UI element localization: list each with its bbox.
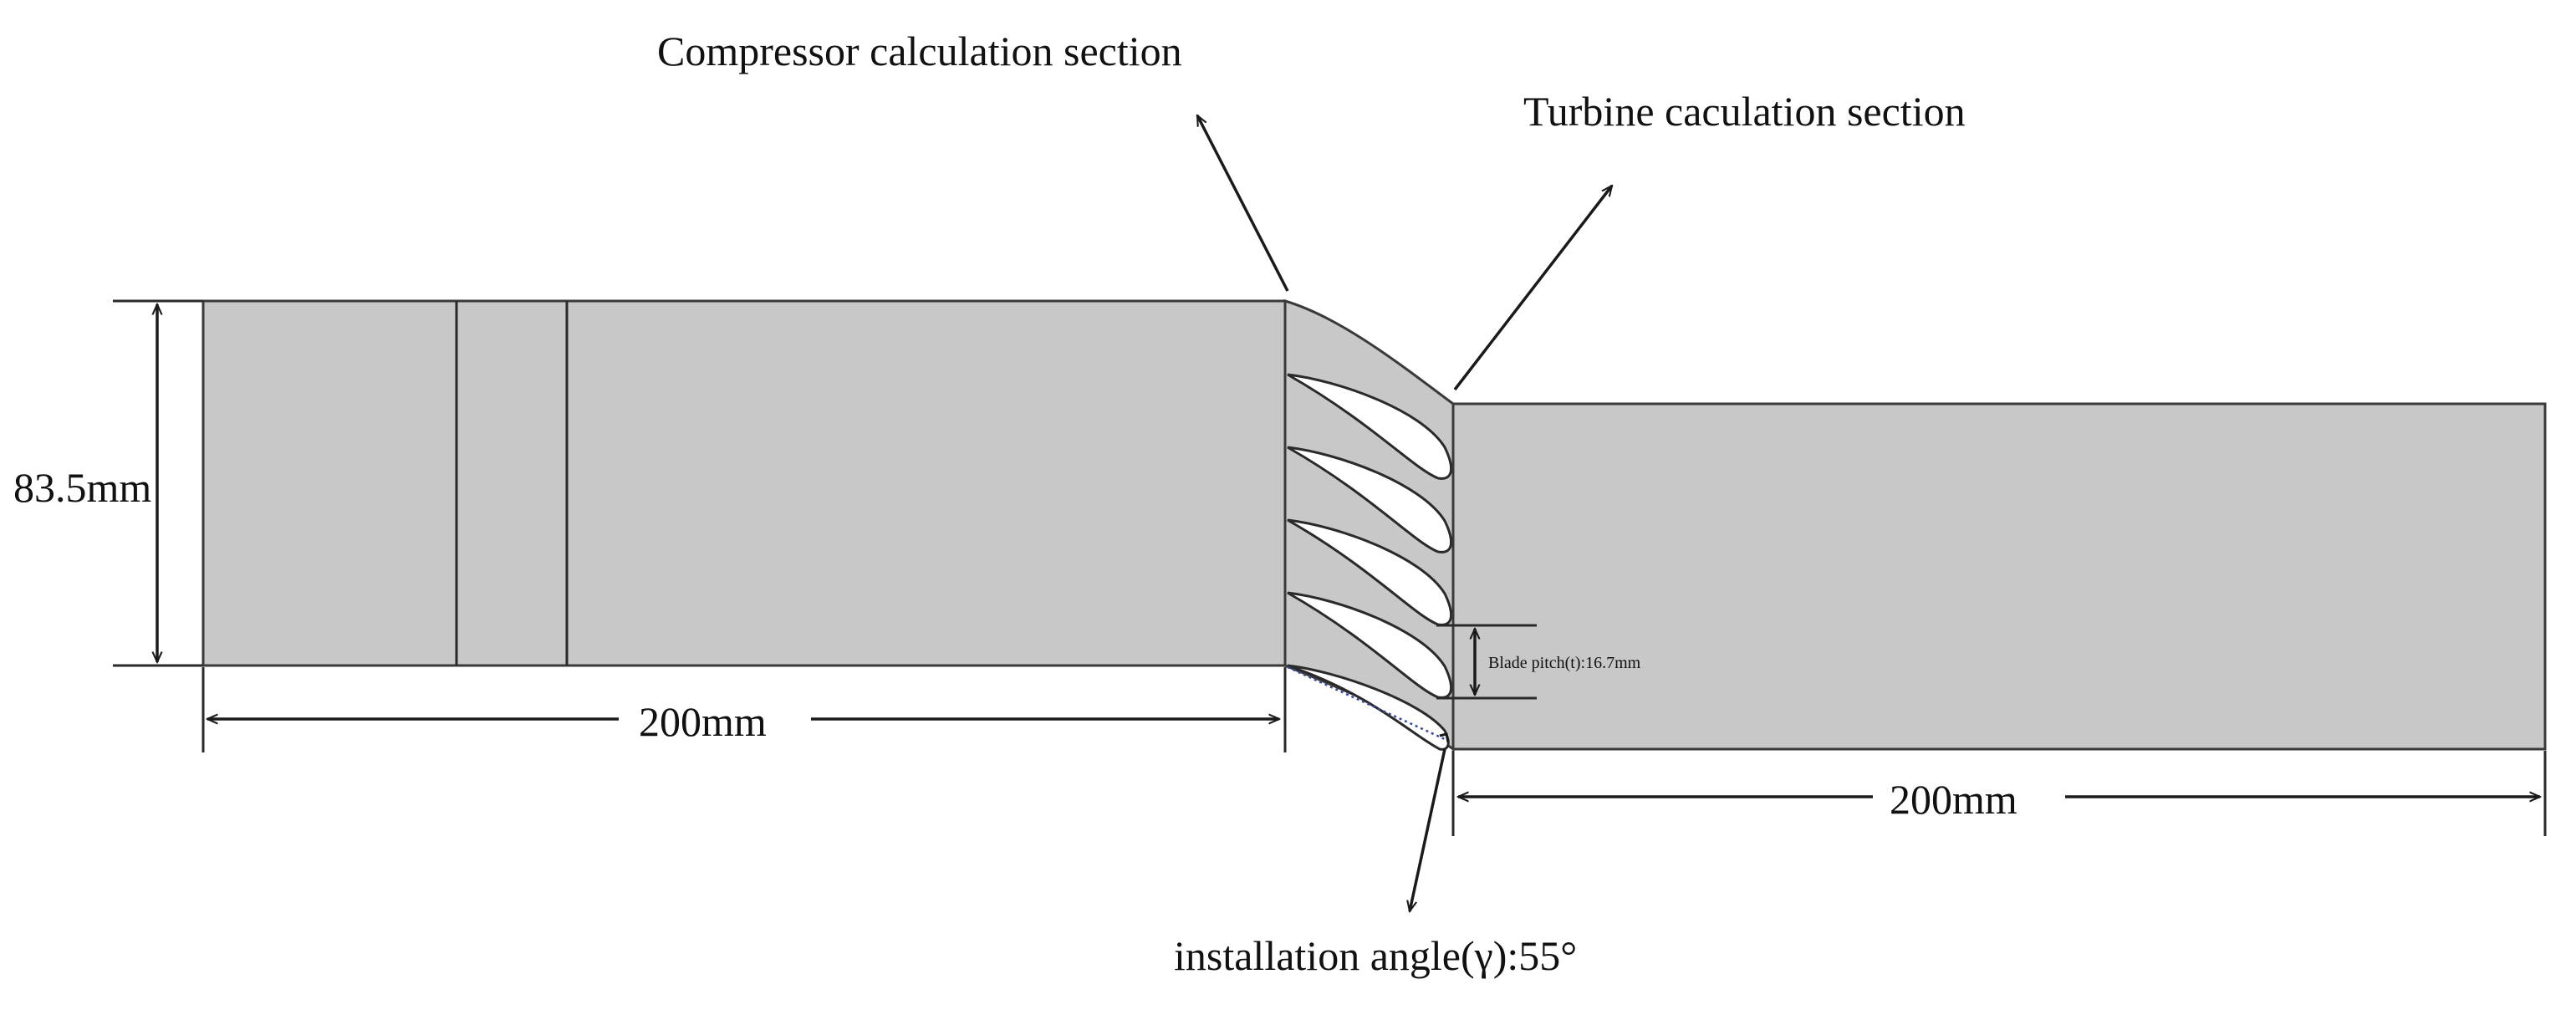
turbine-section-label: Turbine caculation section: [1523, 88, 1966, 135]
left-length-label: 200mm: [639, 698, 767, 745]
right-length-dimension: [1451, 751, 2547, 836]
installation-angle-label: installation angle(γ):55°: [1174, 932, 1577, 979]
blade-pitch-label: Blade pitch(t):16.7mm: [1488, 654, 1641, 672]
height-label: 83.5mm: [13, 464, 151, 511]
compressor-pointer-arrow: [1196, 115, 1289, 292]
height-dimension: [10, 299, 203, 667]
right-length-label: 200mm: [1890, 776, 2017, 823]
left-length-dimension: [201, 667, 1287, 752]
installation-angle-mark: [1439, 732, 1450, 743]
compressor-section-label: Compressor calculation section: [657, 28, 1182, 74]
installation-angle-pointer-arrow: [1410, 748, 1446, 911]
blade-pitch-dimension: [1436, 624, 1537, 700]
compressor-channel: [201, 299, 1287, 667]
blade-1: [1287, 373, 1452, 480]
turbine-pointer-arrow: [1453, 186, 1612, 391]
blade-2: [1287, 446, 1452, 553]
turbine-channel: [1451, 402, 2547, 751]
blade-4: [1287, 591, 1452, 699]
blade-3: [1287, 518, 1452, 626]
